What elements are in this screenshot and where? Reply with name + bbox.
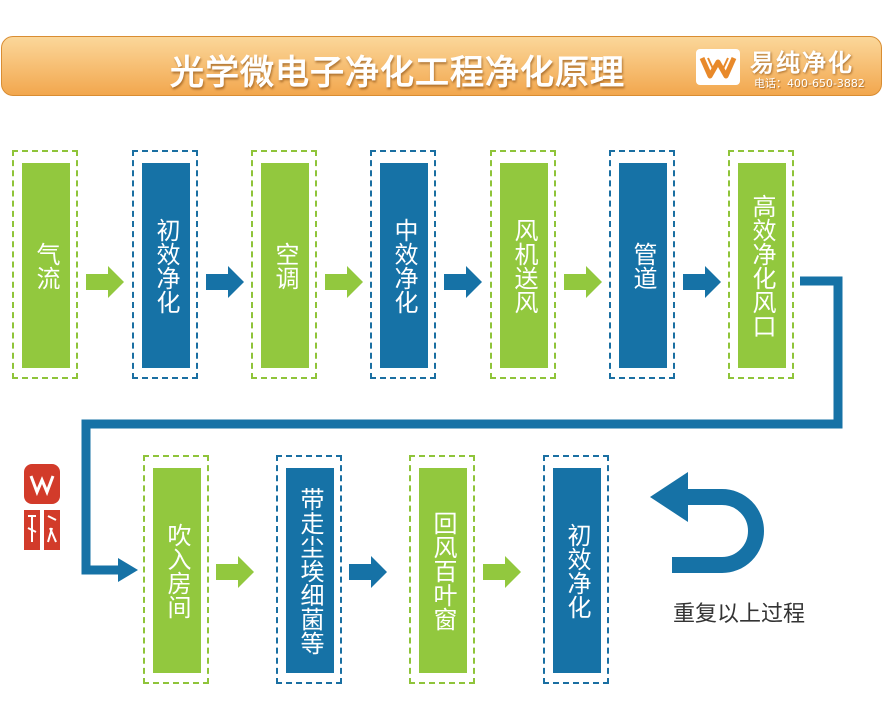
step-frame	[132, 150, 198, 379]
arrow-right-icon	[206, 266, 244, 298]
step-frame	[543, 455, 609, 684]
arrow-right-icon	[349, 556, 387, 588]
step-frame	[490, 150, 556, 379]
step-frame	[609, 150, 675, 379]
page-title: 光学微电子净化工程净化原理	[170, 53, 625, 93]
flow-step-into-room: 吹入房间	[153, 468, 201, 673]
flow-step-primary-filter: 初效净化	[142, 163, 190, 368]
step-frame	[251, 150, 317, 379]
step-frame	[370, 150, 436, 379]
flow-step-return-louver: 回风百叶窗	[419, 468, 467, 673]
arrow-right-icon	[683, 266, 721, 298]
step-frame	[728, 150, 794, 379]
connector-arrow	[81, 276, 843, 582]
brand-phone: 电话：400-650-3882	[754, 77, 865, 90]
flow-step-primary-filter-2: 初效净化	[553, 468, 601, 673]
seal-stamp	[22, 462, 62, 552]
flow-step-duct: 管道	[619, 163, 667, 368]
step-frame	[143, 455, 209, 684]
brand-logo	[696, 49, 740, 85]
flow-step-fan-supply: 风机送风	[500, 163, 548, 368]
arrow-right-icon	[444, 266, 482, 298]
return-arrow-icon	[650, 472, 764, 573]
flow-step-remove-dust: 带走尘埃细菌等	[286, 468, 334, 673]
brand-name: 易纯净化	[750, 49, 854, 77]
step-frame	[409, 455, 475, 684]
step-frame	[12, 150, 78, 379]
flow-step-airflow: 气流	[22, 163, 70, 368]
flow-step-medium-filter: 中效净化	[380, 163, 428, 368]
arrow-right-icon	[325, 266, 363, 298]
header-banner: 光学微电子净化工程净化原理 易纯净化 电话：400-650-3882	[1, 36, 882, 96]
step-frame	[276, 455, 342, 684]
flow-step-air-conditioning: 空调	[261, 163, 309, 368]
arrow-right-icon	[483, 556, 521, 588]
arrow-right-icon	[86, 266, 124, 298]
arrow-right-icon	[564, 266, 602, 298]
repeat-label: 重复以上过程	[673, 602, 806, 627]
arrow-right-icon	[216, 556, 254, 588]
flow-step-hepa-outlet: 高效净化风口	[738, 163, 786, 368]
